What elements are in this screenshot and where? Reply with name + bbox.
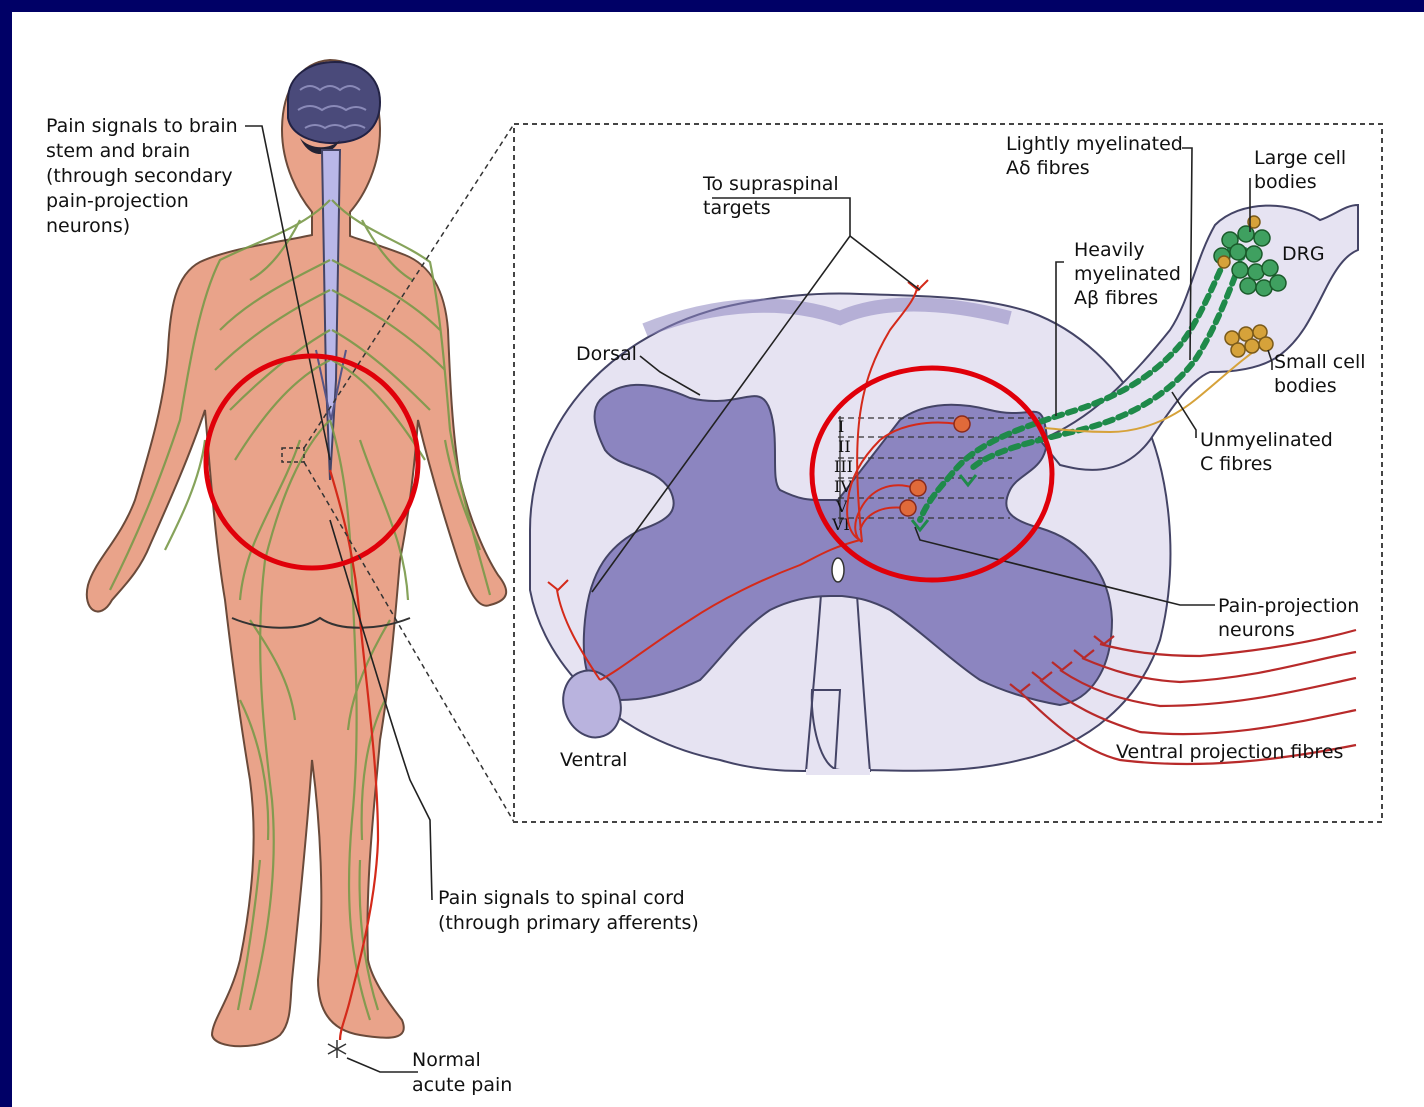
- large-cell-label: Large cell bodies: [1254, 147, 1352, 193]
- pain-label-leader: [347, 1058, 418, 1072]
- drg-label: DRG: [1282, 243, 1325, 265]
- lamina-II: II: [838, 437, 851, 456]
- heavily-myelinated-label: Heavily myelinated Aβ fibres: [1074, 239, 1187, 309]
- central-canal-icon: [832, 558, 844, 582]
- brain-label: Pain signals to brain stem and brain (th…: [46, 115, 244, 237]
- spinal-cord-label: Pain signals to spinal cord (through pri…: [438, 887, 699, 934]
- lamina-III: III: [834, 457, 853, 476]
- small-cell-label: Small cell bodies: [1274, 351, 1372, 397]
- ventral-projection-label: Ventral projection fibres: [1116, 741, 1343, 763]
- pain-pathway-diagram: Pain signals to brain stem and brain (th…: [12, 12, 1424, 1107]
- supraspinal-label: To supraspinal targets: [702, 173, 845, 219]
- figure-canvas: Pain signals to brain stem and brain (th…: [12, 12, 1424, 1107]
- spinal-cord-cross-section: [530, 205, 1358, 772]
- ventral-label: Ventral: [560, 749, 627, 771]
- lamina-V: V: [835, 497, 848, 516]
- pain-stimulus-icon: [328, 1040, 346, 1058]
- unmyelinated-label: Unmyelinated C fibres: [1200, 429, 1339, 475]
- lamina-I: I: [838, 417, 844, 436]
- brain-icon: [288, 62, 380, 143]
- dorsal-label: Dorsal: [576, 343, 637, 365]
- lightly-myelinated-label: Lightly myelinated Aδ fibres: [1006, 133, 1189, 179]
- acute-pain-label: Normal acute pain: [412, 1049, 512, 1096]
